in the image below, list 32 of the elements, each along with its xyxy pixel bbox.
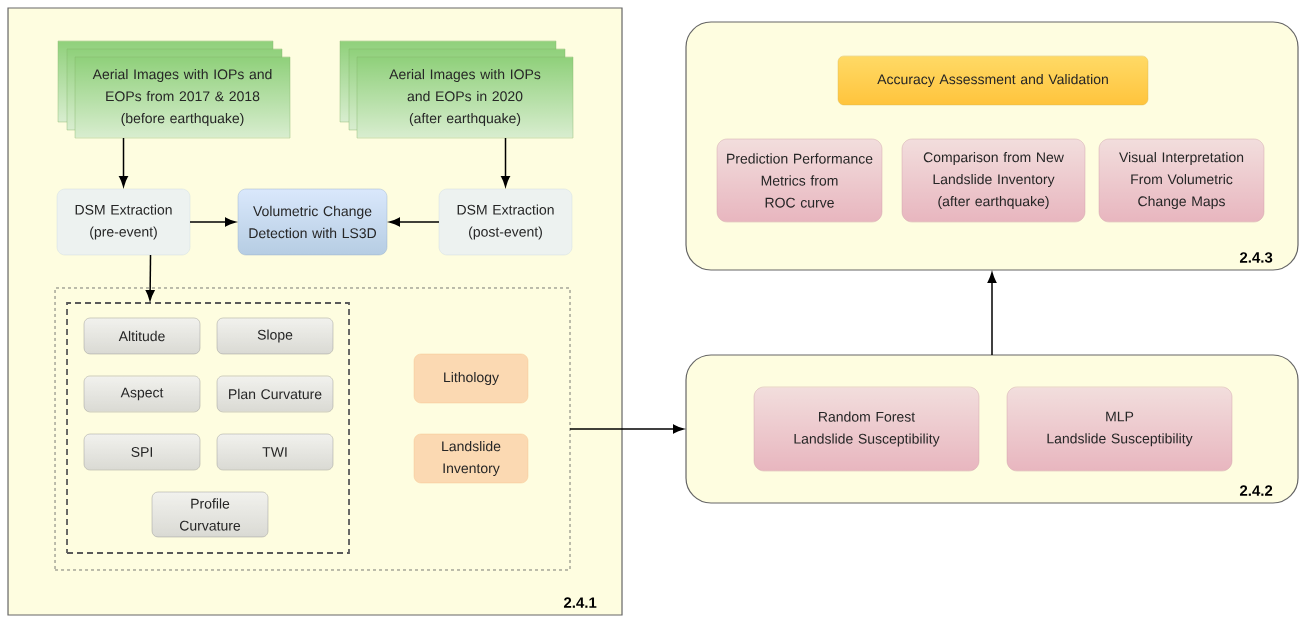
arrow (501, 137, 510, 187)
method-box: Prediction Performance Metrics from ROC curve (716, 138, 883, 223)
section-number: 2.4.1 (563, 597, 597, 608)
method-box: Visual Interpretation From Volumetric Change Maps (1098, 138, 1265, 223)
factor-box: Lithology (413, 353, 529, 404)
arrow (987, 272, 997, 356)
method-box: Comparison from New Landslide Inventory (after earthquake) (901, 138, 1086, 223)
group-box (66, 302, 350, 554)
process-box: Volumetric Change Detection with LS3D (237, 188, 388, 256)
method-box: MLP Landslide Susceptibility (1006, 386, 1233, 472)
factor-box: TWI (216, 433, 334, 471)
group-box (54, 287, 571, 571)
arrow (189, 217, 236, 227)
arrow (145, 254, 155, 301)
process-box: DSM Extraction (post-event) (438, 188, 573, 256)
factor-box: Landslide Inventory (413, 433, 529, 484)
factor-box: SPI (83, 433, 201, 471)
arrow (569, 424, 684, 434)
factor-box: Profile Curvature (151, 491, 269, 538)
process-box: DSM Extraction (pre-event) (56, 188, 191, 256)
task-box: Accuracy Assessment and Validation (837, 55, 1149, 106)
section-number: 2.4.2 (1239, 485, 1273, 496)
factor-box: Altitude (83, 317, 201, 355)
method-box: Random Forest Landslide Susceptibility (753, 386, 980, 472)
arrow (119, 137, 128, 187)
factor-box: Plan Curvature (216, 375, 334, 413)
factor-box: Aspect (83, 375, 201, 413)
factor-box: Slope (216, 317, 334, 355)
arrow (389, 217, 440, 227)
stacked-image-box: Aerial Images with IOPs and EOPs in 2020 (after earthquake) (339, 40, 574, 139)
stacked-image-box: Aerial Images with IOPs and EOPs from 2017 & 2018 (before earthquake) (57, 40, 291, 139)
section-number: 2.4.3 (1239, 252, 1273, 263)
